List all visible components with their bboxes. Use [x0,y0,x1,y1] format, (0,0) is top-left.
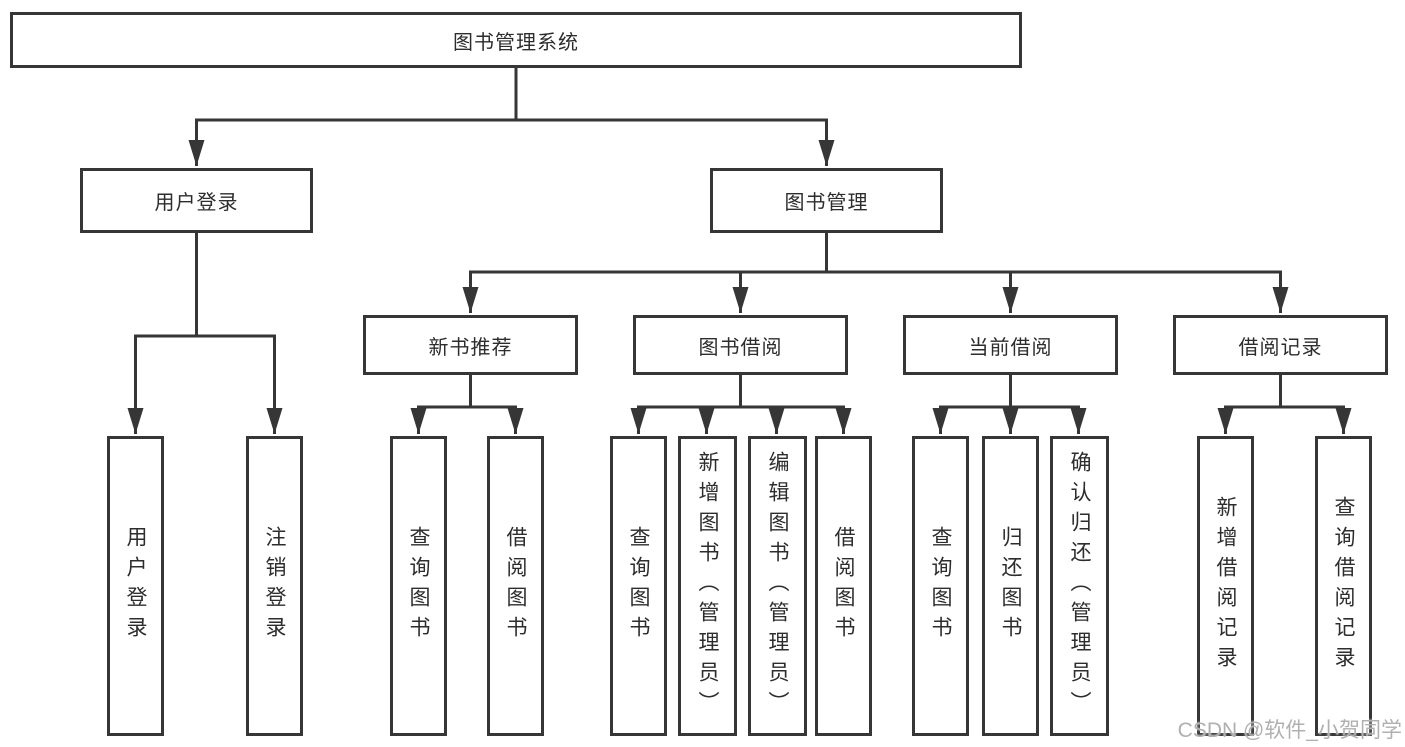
leaf-borrow-books-borrowing: 借阅图书 [815,436,872,736]
node-label: 新增图书（管理员） [696,451,719,721]
node-library-management-system: 图书管理系统 [10,12,1022,68]
node-label: 新增借阅记录 [1214,496,1237,676]
node-label: 确认归还（管理员） [1068,451,1091,721]
node-label: 图书借阅 [698,336,783,359]
leaf-confirm-return-admin: 确认归还（管理员） [1050,436,1109,736]
node-label: 归还图书 [999,526,1022,646]
node-label: 用户登录 [124,526,147,646]
node-label: 当前借阅 [968,336,1053,359]
node-label: 查询图书 [627,526,650,646]
node-book-management-branch: 图书管理 [710,168,943,233]
node-label: 查询借阅记录 [1332,496,1355,676]
leaf-user-login: 用户登录 [107,436,164,736]
node-current-borrowing: 当前借阅 [903,315,1118,375]
node-book-borrowing: 图书借阅 [633,315,848,375]
node-label: 图书管理系统 [453,31,579,54]
leaf-query-books-recommend: 查询图书 [390,436,447,736]
node-label: 图书管理 [784,192,869,214]
csdn-watermark: CSDN @软件_小贺同学 [1177,719,1402,742]
node-label: 借阅图书 [832,526,855,646]
node-borrowing-records: 借阅记录 [1173,315,1388,375]
node-label: 借阅记录 [1238,336,1323,359]
node-label: 注销登录 [263,526,286,646]
leaf-return-book: 归还图书 [982,436,1039,736]
node-label: 借阅图书 [504,526,527,646]
leaf-query-books-borrowing: 查询图书 [610,436,667,736]
leaf-edit-book-admin: 编辑图书（管理员） [748,436,807,736]
node-label: 新书推荐 [428,336,513,359]
node-label: 编辑图书（管理员） [766,451,789,721]
node-new-book-recommendation: 新书推荐 [363,315,578,375]
node-label: 用户登录 [154,192,239,214]
node-label: 查询图书 [929,526,952,646]
leaf-add-borrow-record: 新增借阅记录 [1197,436,1254,736]
node-user-login-branch: 用户登录 [80,168,313,233]
leaf-query-books-current: 查询图书 [912,436,969,736]
leaf-borrow-books-recommend: 借阅图书 [487,436,544,736]
node-label: 查询图书 [407,526,430,646]
leaf-add-book-admin: 新增图书（管理员） [678,436,737,736]
leaf-logout: 注销登录 [246,436,303,736]
leaf-query-borrow-record: 查询借阅记录 [1315,436,1372,736]
